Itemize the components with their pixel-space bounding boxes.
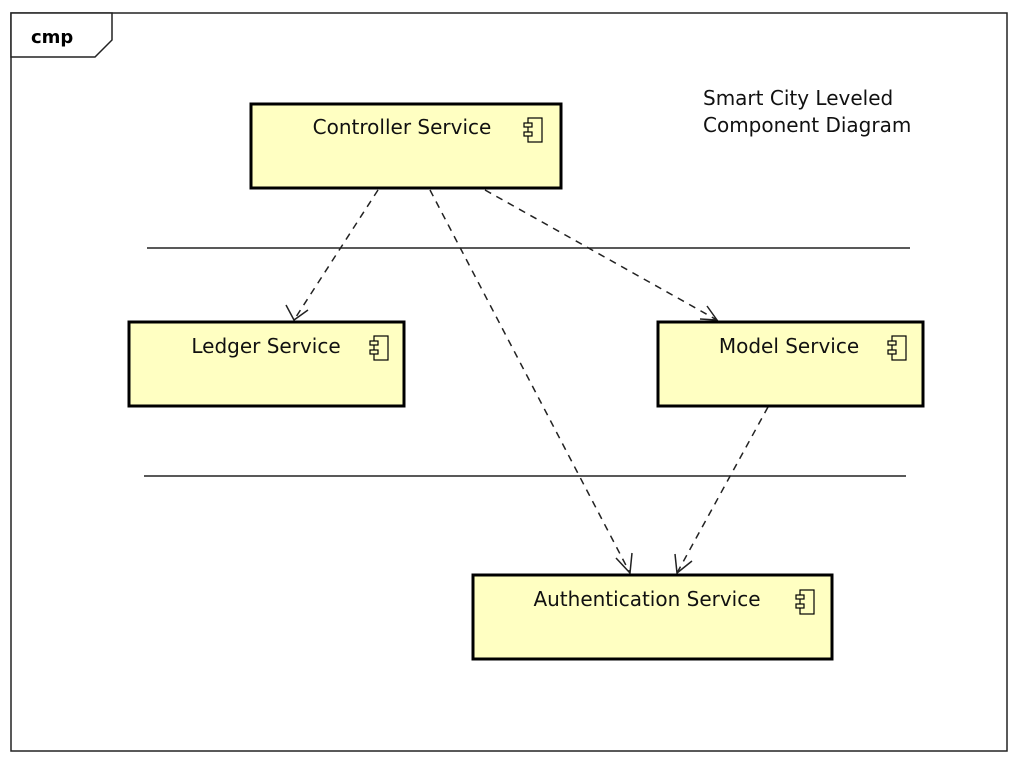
arrowhead-ledger [285, 304, 309, 322]
dependency-controller-to-model [484, 189, 718, 321]
component-box [249, 102, 563, 190]
component-box [127, 320, 406, 408]
frame-label: cmp [31, 27, 73, 48]
component-icon [369, 335, 389, 361]
dependency-model-to-auth [676, 406, 769, 574]
component-icon [887, 335, 907, 361]
arrowhead-auth-from-controller [615, 552, 633, 575]
component-controller-service[interactable]: Controller Service [249, 102, 563, 190]
component-label: Model Service [719, 334, 859, 358]
component-icon [523, 117, 543, 143]
frame-tab [10, 12, 113, 58]
component-model-service[interactable]: Model Service [656, 320, 925, 408]
component-label: Ledger Service [191, 334, 340, 358]
arrowhead-auth-from-model [674, 553, 693, 575]
component-label: Authentication Service [533, 587, 760, 611]
component-label: Controller Service [313, 115, 492, 139]
diagram-note-line-1: Smart City Leveled [703, 86, 893, 110]
component-box [656, 320, 925, 408]
arrowhead-model [699, 305, 719, 321]
component-authentication-service[interactable]: Authentication Service [471, 573, 834, 661]
component-ledger-service[interactable]: Ledger Service [127, 320, 406, 408]
component-icon [795, 589, 815, 615]
component-box [471, 573, 834, 661]
diagram-note-line-2: Component Diagram [703, 113, 911, 137]
